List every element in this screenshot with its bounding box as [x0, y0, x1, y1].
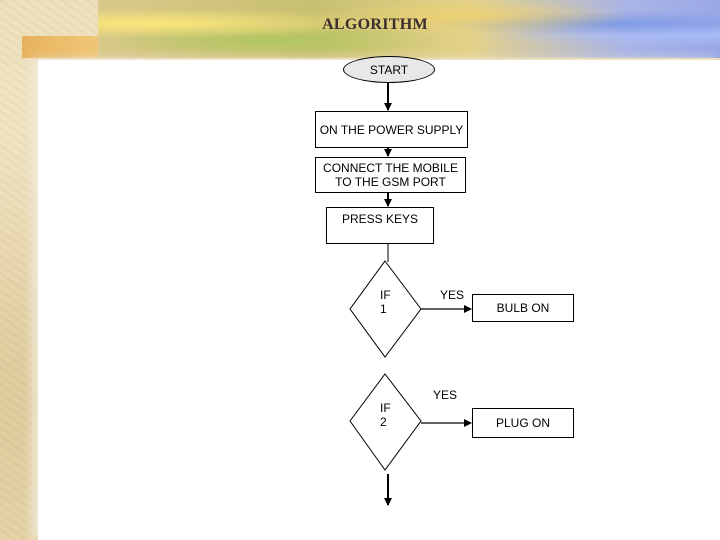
- yes-label-1: YES: [440, 288, 465, 302]
- step-connect-mobile: CONNECT THE MOBILE TO THE GSM PORT: [315, 157, 466, 193]
- yes-label-2: YES: [433, 388, 458, 402]
- decision-diamond-2: [349, 373, 422, 471]
- step-power-supply: ON THE POWER SUPPLY: [315, 111, 468, 148]
- banner-accent: [22, 36, 102, 58]
- action-plug-on: PLUG ON: [472, 408, 574, 438]
- step-press-keys: PRESS KEYS: [326, 207, 434, 244]
- decision-2-label: IF 2: [380, 401, 391, 429]
- decision-1-label: IF 1: [380, 288, 391, 316]
- action-bulb-on: BULB ON: [472, 294, 574, 322]
- decision-diamond-1: [349, 260, 422, 358]
- start-node: START: [343, 56, 435, 83]
- slide-title: ALGORITHM: [322, 16, 428, 33]
- decorative-banner: [98, 0, 720, 58]
